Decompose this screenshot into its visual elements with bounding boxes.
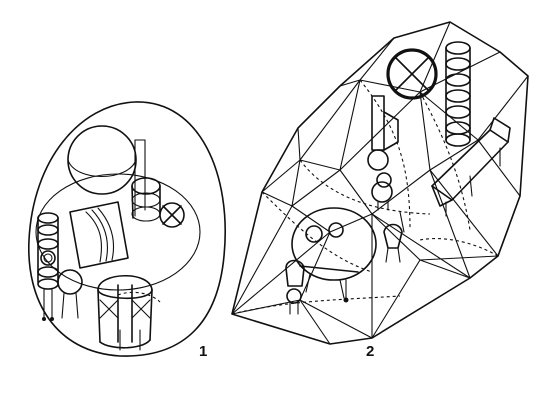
- egg-enclosure-drawing: [28, 101, 226, 357]
- geodesic-hull-outline: [231, 21, 529, 345]
- dome-rim: [67, 159, 137, 178]
- pendant-dot: [343, 297, 349, 303]
- side-chair: [383, 211, 405, 263]
- tall-cabinet: [367, 95, 399, 211]
- panel-hatch-c: [97, 207, 115, 261]
- cylinder-right-ring-b: [131, 206, 161, 222]
- top-crossed-circle: [386, 48, 438, 100]
- cylinder-right-ring-a: [131, 192, 161, 208]
- stacked-column-left: [37, 212, 59, 321]
- floor-ellipse: [35, 173, 201, 291]
- panel-hatch-a: [85, 211, 103, 263]
- semicylinder-seat: [97, 274, 161, 349]
- egg-shell-outline: [28, 101, 226, 357]
- figure-label-1: 1: [199, 343, 207, 360]
- small-sphere: [57, 269, 83, 295]
- geodesic-enclosure-drawing: [231, 21, 529, 345]
- crossed-circle-line-b: [162, 205, 182, 225]
- cylinder-right-top: [131, 177, 161, 195]
- dome-circle: [67, 125, 137, 195]
- panel-hatch-b: [91, 209, 109, 262]
- round-table: [291, 207, 377, 299]
- figure-label-2: 2: [366, 343, 374, 360]
- lounge-chair: [431, 117, 511, 217]
- stacked-column-right: [445, 41, 471, 147]
- central-panel: [69, 201, 129, 269]
- lower-seat: [285, 259, 305, 315]
